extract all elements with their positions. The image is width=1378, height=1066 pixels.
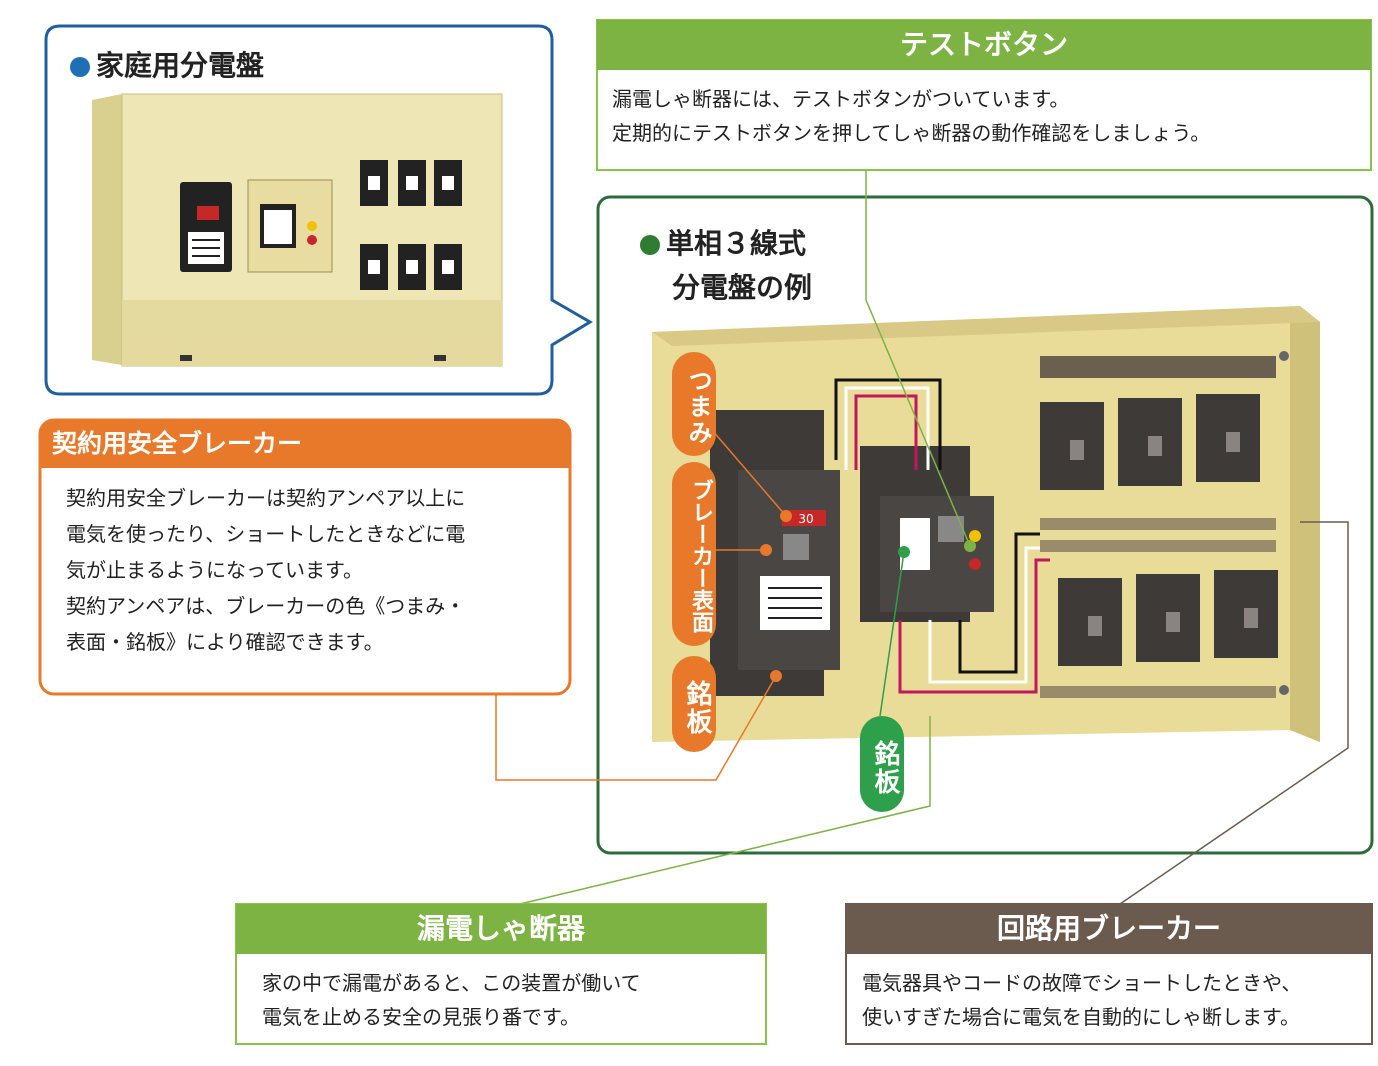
contract-breaker-heading: 契約用安全ブレーカー <box>52 429 303 458</box>
circuit-breaker-heading: 回路用ブレーカー <box>996 912 1221 945</box>
home-panel-title: 家庭用分電盤 <box>70 44 264 84</box>
bullet-dot-icon <box>640 235 660 255</box>
test-button-heading: テストボタン <box>899 28 1068 61</box>
nameplate-label-green: 銘板 <box>870 740 900 796</box>
circuit-breaker-leader <box>1119 521 1349 905</box>
contract-breaker-leader <box>495 675 777 781</box>
test-button-text: 漏電しゃ断器には、テストボタンがついています。 定期的にテストボタンを押してしゃ… <box>612 87 1211 145</box>
bullet-dot-icon <box>70 57 90 77</box>
contract-breaker-text: 契約用安全ブレーカーは契約アンペア以上に 電気を使ったり、ショートしたときなどに… <box>66 486 466 654</box>
nameplate-label-orange: 銘板 <box>682 680 712 736</box>
circuit-breaker-text: 電気器具やコードの故障でショートしたときや、 使いすぎた場合に電気を自動的にしゃ… <box>862 971 1302 1029</box>
knob-label: つまみ <box>684 368 712 446</box>
leakage-breaker-text: 家の中で漏電があると、この装置が働いて 電気を止める安全の見張り番です。 <box>262 971 641 1029</box>
single-phase-title: 単相３線式 分電盤の例 <box>640 222 812 310</box>
test-button-leader <box>865 170 971 547</box>
home-panel-illustration <box>92 93 503 367</box>
breaker-surface-label: ブレーカー表面 <box>688 479 713 633</box>
ampere-label: 30 <box>798 512 813 526</box>
single-phase-panel-illustration: 30 <box>652 306 1320 742</box>
leakage-breaker-leader <box>519 716 931 905</box>
leakage-breaker-heading: 漏電しゃ断器 <box>416 912 585 945</box>
